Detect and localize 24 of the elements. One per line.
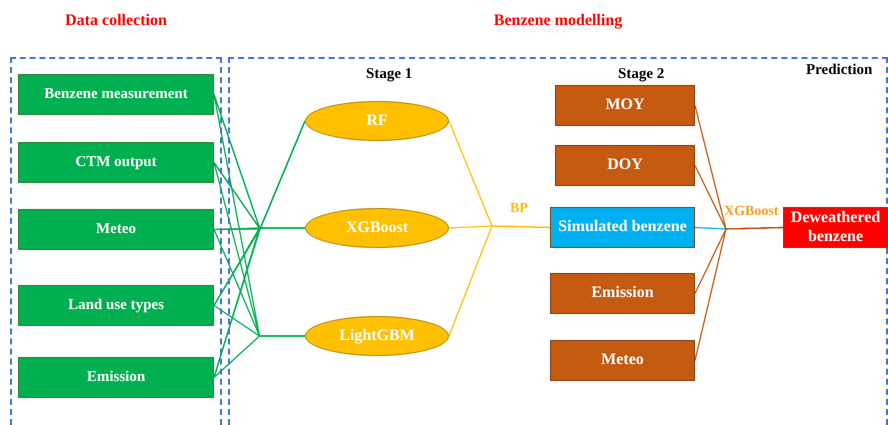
variable-box: DOY: [555, 145, 695, 186]
stage-label: Stage 2: [618, 66, 664, 83]
variable-box: Emission: [18, 357, 214, 398]
model-ellipse: XGBoost: [305, 208, 449, 248]
group-title: Data collection: [64, 12, 168, 30]
variable-box: Emission: [550, 273, 695, 314]
stage-label: Stage 1: [366, 66, 412, 83]
variable-box: Meteo: [18, 209, 214, 250]
connector-line: [213, 227, 305, 378]
variable-box: Simulated benzene: [550, 207, 695, 248]
connector-line: [214, 335, 305, 378]
variable-box: Land use types: [18, 285, 214, 326]
variable-box: Meteo: [550, 340, 695, 381]
variable-box: CTM output: [18, 142, 214, 183]
group-title: Benzene modelling: [492, 12, 624, 30]
variable-box: MOY: [555, 85, 695, 126]
variable-box: Deweathered benzene: [783, 207, 888, 248]
variable-box: Benzene measurement: [18, 74, 214, 115]
edge-label: XGBoost: [724, 205, 778, 219]
stage-label: Prediction: [806, 62, 872, 79]
connector-line: [448, 225, 550, 336]
model-ellipse: RF: [305, 101, 449, 141]
model-ellipse: LightGBM: [305, 316, 449, 356]
connector-line: [694, 226, 784, 361]
